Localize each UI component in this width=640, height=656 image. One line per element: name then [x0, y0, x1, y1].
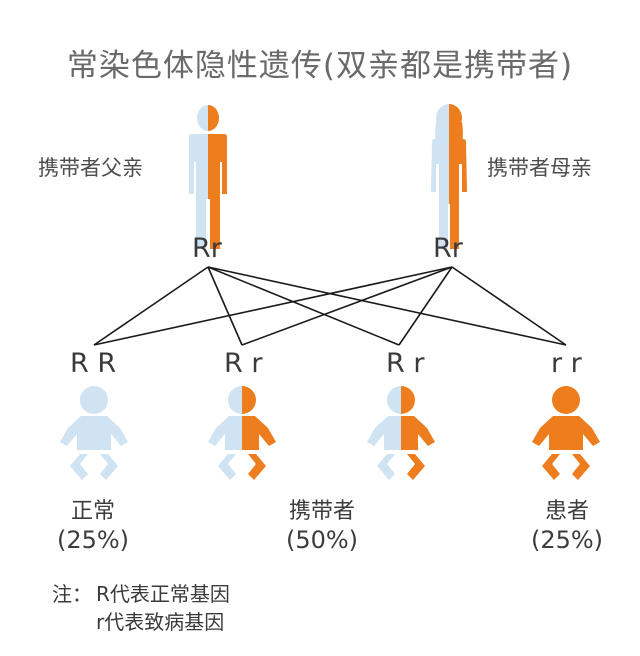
father-label: 携带者父亲 — [38, 156, 143, 180]
note-prefix: 注： — [52, 582, 92, 606]
father-to-child-line — [207, 266, 400, 346]
father-genotype: Rr — [192, 233, 222, 264]
mother-label: 携带者母亲 — [487, 156, 592, 180]
father-to-child-line — [207, 266, 243, 346]
child-genotype: R r — [386, 348, 425, 379]
child-genotype: R R — [70, 348, 117, 379]
child-figure-carrier — [208, 386, 276, 480]
mother-to-child-line — [241, 266, 453, 346]
child-figure-affected — [532, 386, 600, 480]
outcome-percent-affected: (25%) — [530, 526, 604, 554]
child-figure-normal — [60, 386, 128, 480]
outcome-label-carrier: 携带者 — [288, 499, 355, 524]
outcome-label-normal: 正常 — [70, 499, 115, 524]
mother-to-child-line — [398, 266, 453, 346]
connector-lines — [93, 266, 567, 346]
outcome-label-affected: 患者 — [544, 499, 589, 524]
mother-to-child-line — [451, 266, 567, 346]
outcome-percent-carrier: (50%) — [285, 526, 359, 554]
mother-figure — [431, 104, 467, 249]
father-to-child-line — [93, 266, 209, 346]
diagram-title: 常染色体隐性遗传(双亲都是携带者) — [66, 48, 574, 84]
note-line-1: R代表正常基因 — [96, 582, 230, 606]
child-figure-carrier — [367, 386, 435, 480]
outcome-percent-normal: (25%) — [56, 526, 130, 554]
father-figure — [189, 105, 227, 249]
father-to-child-line — [207, 266, 567, 346]
child-genotype: R r — [224, 348, 263, 379]
note-line-2: r代表致病基因 — [96, 610, 225, 634]
child-genotype: r r — [551, 348, 582, 379]
mother-genotype: Rr — [433, 233, 463, 264]
mother-to-child-line — [93, 266, 453, 346]
